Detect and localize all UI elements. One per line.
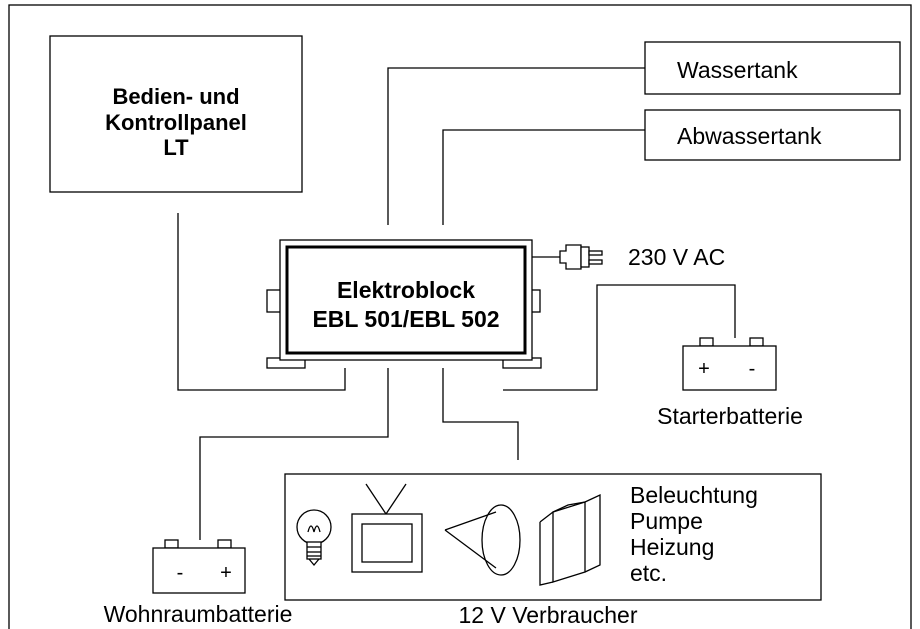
water-tank-box [644, 41, 901, 95]
wire-water-tank [387, 67, 645, 225]
starter-battery-label: Starterbatterie [657, 403, 803, 429]
ac-input-label: 230 V AC [628, 244, 725, 270]
electroblock-line1: Elektroblock [337, 277, 475, 303]
wire-living-battery [199, 368, 389, 540]
starter-battery-plus: + [698, 358, 710, 380]
heater-icon [539, 493, 601, 586]
living-battery-body [152, 547, 246, 594]
control-panel-box [49, 35, 303, 193]
control-panel-line1: Bedien- und [112, 84, 239, 109]
consumer-item: Heizung [630, 534, 714, 560]
control-panel-line3: LT [163, 135, 189, 160]
wire-waste-tank [442, 129, 645, 225]
living-battery-terminal-right [217, 539, 232, 549]
consumers-label: 12 V Verbraucher [458, 602, 637, 628]
wire-panel [177, 213, 346, 391]
living-battery-label: Wohnraumbatterie [104, 601, 293, 627]
wire-consumers [442, 368, 519, 460]
tv-icon [351, 483, 423, 573]
electroblock-inner [285, 245, 527, 355]
horn-icon [444, 504, 521, 576]
living-battery-terminal-left [164, 539, 179, 549]
water-tank-label: Wassertank [677, 57, 798, 83]
diagram-frame [8, 4, 912, 629]
connection-lines [177, 67, 736, 540]
starter-battery: + - [682, 337, 777, 391]
electroblock: Elektroblock EBL 501/EBL 502 [266, 239, 542, 369]
consumer-item: etc. [630, 560, 667, 586]
starter-battery-terminal-left [699, 337, 714, 347]
electroblock-line2: EBL 501/EBL 502 [312, 306, 499, 332]
waste-tank-label: Abwassertank [677, 123, 822, 149]
starter-battery-terminal-right [749, 337, 764, 347]
living-battery: - + [152, 539, 246, 594]
plug-icon [559, 244, 603, 270]
consumer-items: Beleuchtung Pumpe Heizung etc. [630, 482, 758, 586]
waste-tank-box [644, 109, 901, 161]
consumer-item: Beleuchtung [630, 482, 758, 508]
lightbulb-icon [296, 509, 332, 567]
wire-starter-battery [503, 284, 736, 391]
living-battery-minus: - [177, 562, 184, 584]
control-panel-line2: Kontrollpanel [105, 110, 247, 135]
consumer-item: Pumpe [630, 508, 703, 534]
living-battery-plus: + [220, 562, 232, 584]
starter-battery-minus: - [749, 358, 756, 380]
starter-battery-body [682, 345, 777, 391]
